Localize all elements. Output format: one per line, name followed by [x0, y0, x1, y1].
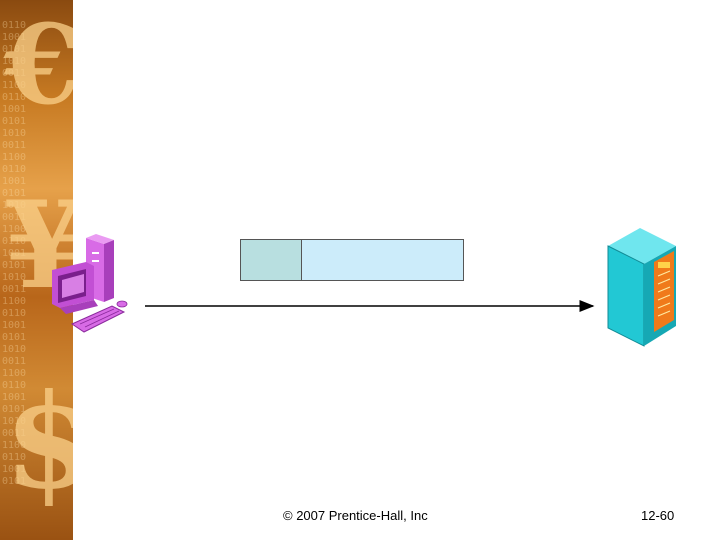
- server-tower-icon: [607, 228, 676, 347]
- packet-header-field: [240, 239, 302, 281]
- slide-number: 12-60: [641, 508, 675, 523]
- copyright-footer: © 2007 Prentice-Hall, Inc: [283, 508, 428, 523]
- dollar-glyph: $: [4, 365, 73, 518]
- packet-diagram: [240, 239, 464, 281]
- binary-digits-texture: 0110 1001 0101 1010 0011 1100 0110 1001 …: [2, 20, 27, 487]
- euro-glyph: €: [4, 0, 73, 129]
- packet-data-field: [302, 239, 464, 281]
- desktop-computer-icon: [52, 234, 128, 333]
